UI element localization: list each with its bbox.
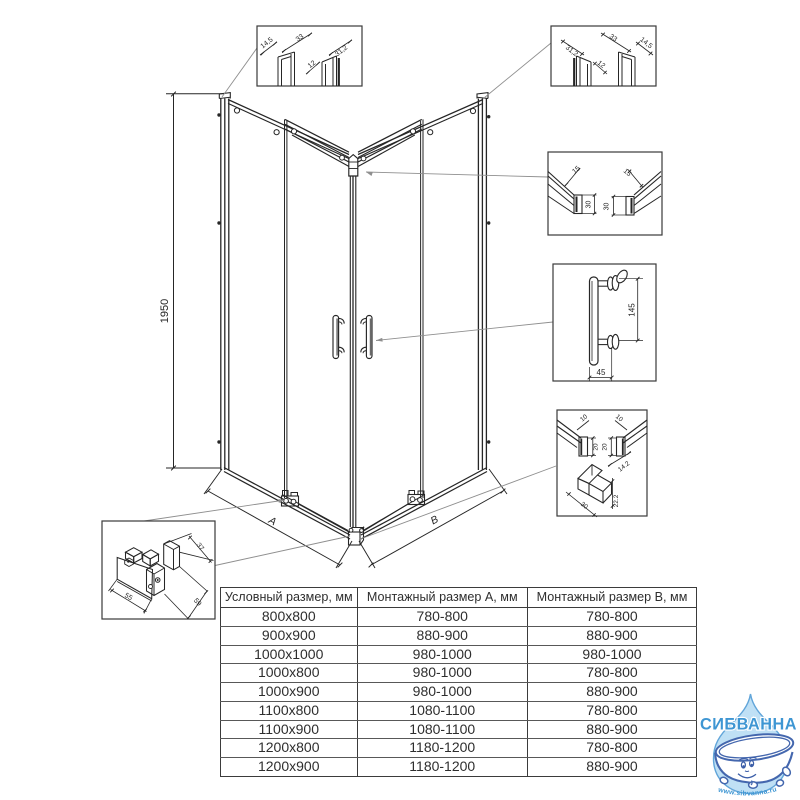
svg-text:22.2: 22.2 [613, 494, 620, 507]
svg-text:10: 10 [614, 413, 624, 423]
svg-text:14,5: 14,5 [260, 36, 275, 50]
svg-text:33: 33 [295, 33, 306, 43]
svg-text:14,5: 14,5 [638, 36, 653, 50]
svg-text:12: 12 [307, 60, 318, 70]
svg-text:30: 30 [604, 203, 611, 211]
svg-text:B: B [429, 513, 441, 527]
svg-text:14.2: 14.2 [617, 460, 632, 474]
svg-text:59: 59 [192, 597, 202, 608]
svg-text:145: 145 [628, 303, 637, 317]
svg-text:31,2: 31,2 [334, 44, 349, 58]
svg-text:10: 10 [579, 413, 589, 423]
svg-text:20: 20 [602, 443, 609, 451]
svg-text:55: 55 [123, 592, 133, 602]
svg-text:33: 33 [608, 33, 619, 43]
svg-text:A: A [266, 514, 279, 528]
svg-text:45: 45 [597, 368, 606, 377]
svg-text:www.sibvanna.ru: www.sibvanna.ru [716, 786, 777, 797]
svg-text:1950: 1950 [159, 299, 171, 323]
svg-text:15: 15 [571, 165, 582, 175]
svg-text:20: 20 [593, 443, 600, 451]
svg-text:12: 12 [596, 60, 607, 70]
svg-text:37: 37 [195, 542, 205, 553]
svg-text:СИБВАННА: СИБВАННА [700, 716, 797, 734]
svg-text:30: 30 [579, 501, 589, 511]
svg-text:30: 30 [586, 201, 593, 209]
svg-text:15: 15 [622, 168, 633, 178]
